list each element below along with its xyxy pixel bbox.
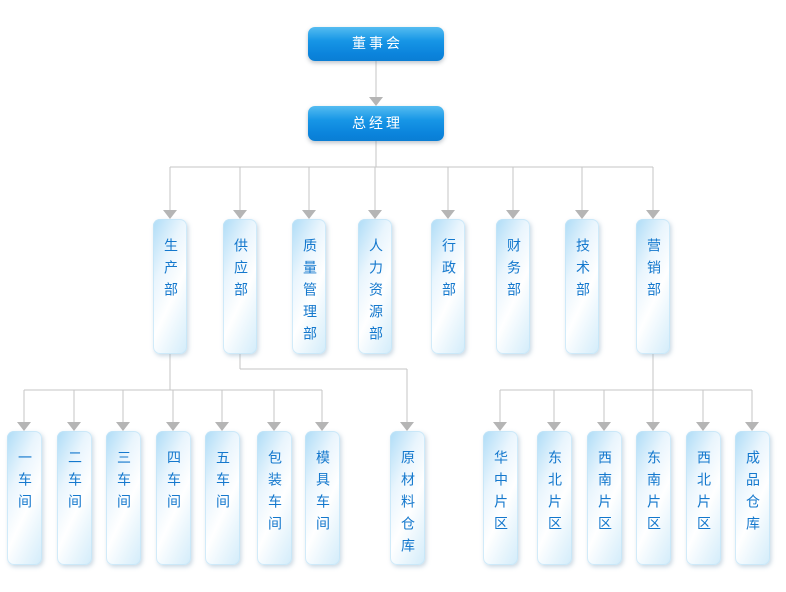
production-unit-node[interactable]: 包装车间 bbox=[256, 431, 292, 565]
arrowhead-icon bbox=[302, 210, 316, 219]
marketing-unit-node[interactable]: 成品仓库 bbox=[734, 431, 770, 565]
production-unit-node-label: 模具车间 bbox=[314, 450, 330, 538]
arrowhead-icon bbox=[215, 422, 229, 431]
marketing-unit-node[interactable]: 东南片区 bbox=[635, 431, 671, 565]
department-node[interactable]: 质量管理部 bbox=[292, 219, 326, 354]
production-unit-node-label: 一车间 bbox=[16, 450, 32, 516]
marketing-unit-node-label: 东南片区 bbox=[645, 450, 661, 538]
department-node-label: 供应部 bbox=[232, 238, 248, 304]
arrowhead-icon bbox=[67, 422, 81, 431]
department-node[interactable]: 生产部 bbox=[153, 219, 187, 354]
production-unit-node[interactable]: 三车间 bbox=[105, 431, 141, 565]
production-unit-node[interactable]: 五车间 bbox=[204, 431, 240, 565]
arrowhead-icon bbox=[441, 210, 455, 219]
board-node-label: 董事会 bbox=[352, 36, 403, 52]
arrowhead-icon bbox=[369, 97, 383, 106]
department-node-label: 行政部 bbox=[440, 238, 456, 304]
marketing-unit-node[interactable]: 西北片区 bbox=[685, 431, 721, 565]
department-node-label: 营销部 bbox=[645, 238, 661, 304]
department-node[interactable]: 技术部 bbox=[565, 219, 599, 354]
arrowhead-icon bbox=[116, 422, 130, 431]
production-unit-node[interactable]: 一车间 bbox=[6, 431, 42, 565]
supply-unit-node[interactable]: 原材料仓库 bbox=[389, 431, 425, 565]
production-unit-node-label: 三车间 bbox=[115, 450, 131, 516]
arrowhead-icon bbox=[163, 210, 177, 219]
supply-unit-node-label: 原材料仓库 bbox=[399, 450, 415, 560]
arrowhead-icon bbox=[575, 210, 589, 219]
board-node[interactable]: 董事会 bbox=[308, 27, 444, 61]
department-node[interactable]: 供应部 bbox=[223, 219, 257, 354]
department-node-label: 人力资源部 bbox=[367, 238, 383, 348]
arrowhead-icon bbox=[597, 422, 611, 431]
marketing-unit-node-label: 西北片区 bbox=[695, 450, 711, 538]
arrowhead-icon bbox=[166, 422, 180, 431]
arrowhead-icon bbox=[547, 422, 561, 431]
marketing-unit-node-label: 华中片区 bbox=[492, 450, 508, 538]
arrowhead-icon bbox=[646, 422, 660, 431]
department-node-label: 生产部 bbox=[162, 238, 178, 304]
general-manager-node-label: 总经理 bbox=[352, 115, 403, 132]
arrowhead-icon bbox=[267, 422, 281, 431]
production-unit-node-label: 包装车间 bbox=[266, 450, 282, 538]
department-node-label: 财务部 bbox=[505, 238, 521, 304]
arrowhead-icon bbox=[506, 210, 520, 219]
marketing-unit-node-label: 东北片区 bbox=[546, 450, 562, 538]
production-unit-node[interactable]: 模具车间 bbox=[304, 431, 340, 565]
arrowhead-icon bbox=[233, 210, 247, 219]
arrowhead-icon bbox=[745, 422, 759, 431]
marketing-unit-node[interactable]: 东北片区 bbox=[536, 431, 572, 565]
marketing-unit-node-label: 成品仓库 bbox=[744, 450, 760, 538]
arrowhead-icon bbox=[696, 422, 710, 431]
arrowhead-icon bbox=[493, 422, 507, 431]
department-node[interactable]: 营销部 bbox=[636, 219, 670, 354]
marketing-unit-node-label: 西南片区 bbox=[596, 450, 612, 538]
general-manager-node[interactable]: 总经理 bbox=[308, 106, 444, 141]
arrowhead-icon bbox=[315, 422, 329, 431]
arrowhead-icon bbox=[400, 422, 414, 431]
marketing-unit-node[interactable]: 华中片区 bbox=[482, 431, 518, 565]
department-node-label: 技术部 bbox=[574, 238, 590, 304]
arrowhead-icon bbox=[368, 210, 382, 219]
production-unit-node[interactable]: 二车间 bbox=[56, 431, 92, 565]
department-node[interactable]: 人力资源部 bbox=[358, 219, 392, 354]
marketing-unit-node[interactable]: 西南片区 bbox=[586, 431, 622, 565]
production-unit-node-label: 四车间 bbox=[165, 450, 181, 516]
production-unit-node-label: 二车间 bbox=[66, 450, 82, 516]
department-node-label: 质量管理部 bbox=[301, 238, 317, 348]
arrowhead-icon bbox=[646, 210, 660, 219]
production-unit-node-label: 五车间 bbox=[214, 450, 230, 516]
department-node[interactable]: 行政部 bbox=[431, 219, 465, 354]
department-node[interactable]: 财务部 bbox=[496, 219, 530, 354]
production-unit-node[interactable]: 四车间 bbox=[155, 431, 191, 565]
arrowhead-icon bbox=[17, 422, 31, 431]
